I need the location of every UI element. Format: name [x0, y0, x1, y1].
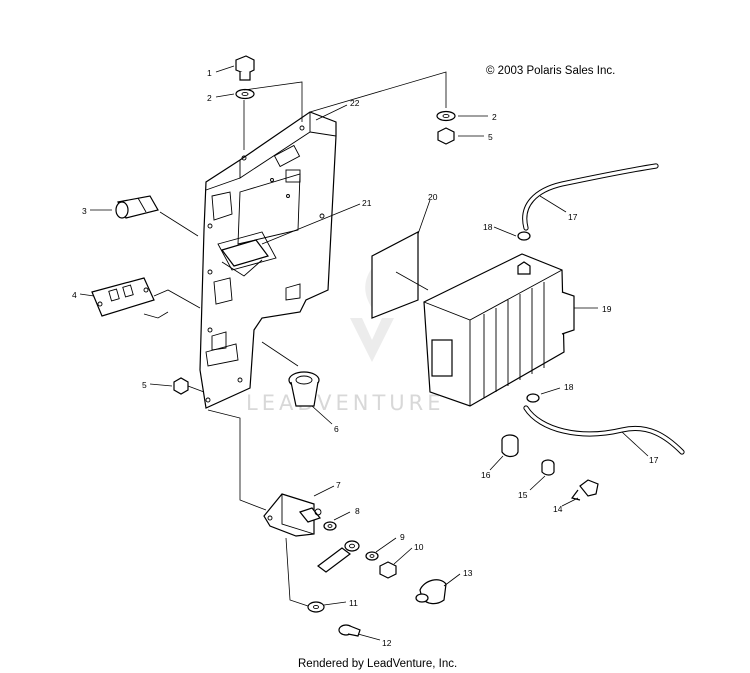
callout-1: 1	[207, 68, 212, 78]
callout-3: 3	[82, 206, 87, 216]
bolt-part[interactable]	[235, 55, 255, 81]
hose-part-top[interactable]	[522, 163, 659, 231]
nut-part-left[interactable]	[173, 377, 189, 395]
clip-part[interactable]	[115, 195, 159, 219]
solenoid-part[interactable]	[263, 493, 322, 537]
callout-6: 6	[334, 424, 339, 434]
bushing-part[interactable]	[541, 459, 555, 476]
watermark-text: LEADVENTURE	[246, 391, 445, 415]
callout-5-right: 5	[488, 132, 493, 142]
mounting-plate-part[interactable]	[199, 111, 337, 409]
callout-7: 7	[336, 480, 341, 490]
insulator-sheet-part[interactable]	[371, 231, 419, 319]
callout-8: 8	[355, 506, 360, 516]
callout-12: 12	[382, 638, 392, 648]
leader-lines	[79, 65, 649, 641]
footer-credit: Rendered by LeadVenture, Inc.	[298, 658, 457, 670]
nut-part-right[interactable]	[437, 127, 455, 145]
assembly-lines	[143, 71, 447, 607]
washer-part[interactable]	[235, 88, 255, 100]
callout-13: 13	[463, 568, 473, 578]
hose-clamp-part-bottom[interactable]	[526, 393, 540, 403]
hose-clamp-part-top[interactable]	[517, 231, 531, 241]
washer-part-11[interactable]	[307, 601, 325, 613]
callout-2-right: 2	[492, 112, 497, 122]
bracket-part[interactable]	[221, 239, 269, 267]
callout-14: 14	[553, 504, 563, 514]
bolt-part-14[interactable]	[570, 479, 599, 501]
callout-20: 20	[428, 192, 438, 202]
hose-part-bottom[interactable]	[523, 405, 685, 455]
callout-2: 2	[207, 93, 212, 103]
callout-labels: 1 2 22 2 5 3 21 20 17 18 4 19 5 6 18 17 …	[72, 68, 659, 648]
nut-part-10[interactable]	[379, 561, 397, 579]
callout-17-bottom: 17	[649, 455, 659, 465]
callout-18-bottom: 18	[564, 382, 574, 392]
callout-16: 16	[481, 470, 491, 480]
callout-11: 11	[349, 598, 358, 608]
terminal-block-part[interactable]	[91, 277, 155, 317]
washer-part-right[interactable]	[436, 110, 456, 122]
callout-21: 21	[362, 198, 372, 208]
lock-washer-part[interactable]	[365, 551, 379, 561]
cdi-module-part[interactable]	[423, 253, 575, 407]
callout-19: 19	[602, 304, 612, 314]
callout-18-top: 18	[483, 222, 493, 232]
callout-15: 15	[518, 490, 528, 500]
spacer-part[interactable]	[501, 434, 519, 458]
grommet-part[interactable]	[288, 371, 320, 407]
callout-10: 10	[414, 542, 424, 552]
copyright-text: © 2003 Polaris Sales Inc.	[486, 65, 615, 77]
watermark-logo: LEADVENTURE	[246, 268, 445, 415]
callout-5-left: 5	[142, 380, 147, 390]
ring-washer-part[interactable]	[323, 521, 337, 531]
callout-9: 9	[400, 532, 405, 542]
callout-4: 4	[72, 290, 77, 300]
callout-22: 22	[350, 98, 360, 108]
boot-part[interactable]	[415, 579, 447, 605]
screw-part[interactable]	[338, 624, 361, 637]
callout-17-top: 17	[568, 212, 578, 222]
ring-terminal-cable[interactable]	[317, 540, 360, 573]
